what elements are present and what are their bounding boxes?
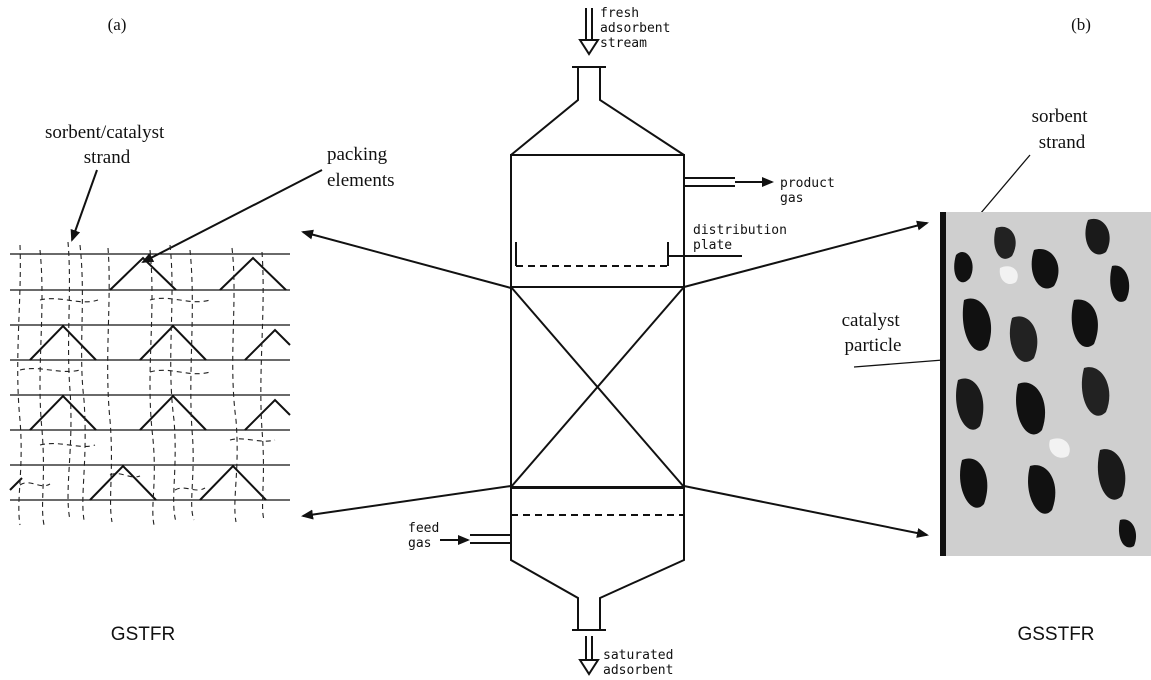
packing-pointer-arrow [141, 169, 323, 263]
label-sorbent-catalyst-strand-line1: sorbent/catalyst [45, 122, 165, 143]
label-catalyst-particle: catalyst particle [842, 310, 905, 356]
label-packing-elements: packing elements [327, 144, 395, 191]
label-fresh-line1: fresh [600, 6, 639, 21]
label-fresh-adsorbent-stream: fresh adsorbent stream [600, 6, 678, 51]
label-fresh-line3: stream [600, 36, 647, 51]
saturated-outlet-arrow [578, 636, 600, 676]
panel-a-caption: GSTFR [111, 624, 175, 645]
label-packing-elements-line2: elements [327, 170, 395, 191]
label-feed-gas: feed gas [408, 521, 447, 551]
arrow-to-panel-a-top [301, 229, 512, 289]
feed-gas-inlet [470, 534, 511, 544]
label-sorbent-strand-line1: sorbent [1032, 106, 1089, 127]
label-distribution-line1: distribution [693, 223, 787, 238]
label-feed-line2: gas [408, 536, 431, 551]
label-packing-elements-line1: packing [327, 144, 388, 165]
connector-arrows [301, 220, 929, 538]
arrow-to-panel-b-bottom [683, 485, 929, 538]
label-saturated-line1: saturated [603, 648, 673, 663]
label-product-line2: gas [780, 191, 803, 206]
label-product-gas: product gas [780, 176, 843, 206]
label-sorbent-strand-line2: strand [1039, 132, 1086, 153]
arrow-to-panel-b-top [683, 220, 929, 288]
panel-a-tag: (a) [108, 15, 127, 34]
fresh-inlet-arrow [578, 8, 600, 56]
label-fresh-line2: adsorbent [600, 21, 670, 36]
panel-b-caption: GSSTFR [1017, 624, 1094, 645]
packed-bed-section [510, 286, 685, 488]
reactor-shell [510, 154, 685, 489]
label-saturated-adsorbent: saturated adsorbent [603, 648, 681, 678]
panel-a: (a) sorbent/catalyst strand packing elem… [9, 15, 395, 645]
label-product-line1: product [780, 176, 835, 191]
panel-b-tag: (b) [1071, 15, 1091, 34]
label-distribution-line2: plate [693, 238, 732, 253]
reactor-column: fresh adsorbent stream product gas distr… [408, 6, 843, 678]
sorbent-strands-sketch [17, 241, 276, 526]
label-saturated-line2: adsorbent [603, 663, 673, 678]
panel-b: (b) sorbent strand [842, 15, 1151, 645]
label-sorbent-strand: sorbent strand [1032, 106, 1093, 153]
label-distribution-plate: distribution plate [693, 223, 795, 253]
arrow-to-panel-a-bottom [301, 485, 512, 520]
label-feed-line1: feed [408, 521, 439, 536]
label-sorbent-catalyst-strand: sorbent/catalyst strand [45, 122, 169, 168]
label-catalyst-particle-line2: particle [845, 335, 902, 356]
label-sorbent-catalyst-strand-line2: strand [84, 147, 131, 168]
sorbent-strand-photo [940, 212, 1151, 556]
strand-pointer-arrow [70, 169, 98, 242]
product-gas-outlet [684, 178, 772, 186]
label-catalyst-particle-line1: catalyst [842, 310, 901, 331]
catalyst-particle-pointer [853, 359, 944, 368]
